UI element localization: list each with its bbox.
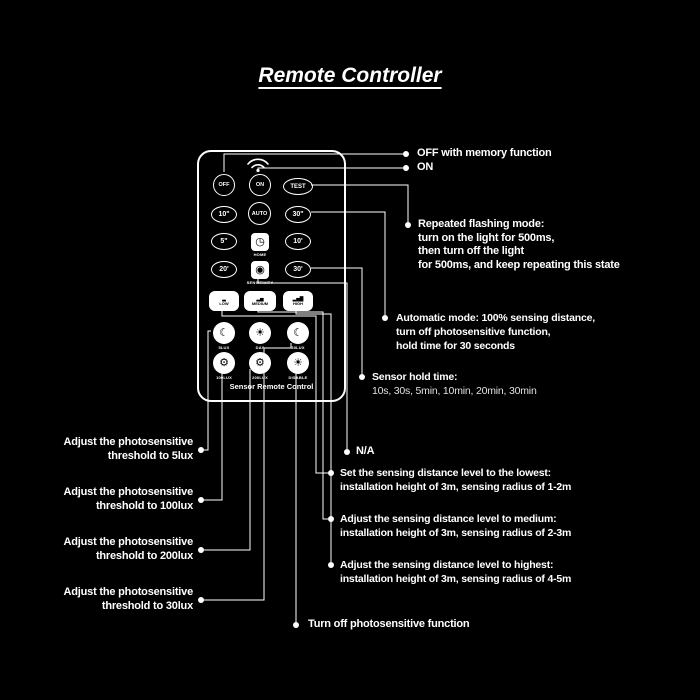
callout-dot	[198, 547, 204, 553]
moon-icon: ☾	[293, 326, 303, 339]
lux30-button[interactable]: ☾	[287, 322, 309, 344]
distance-low-label: LOW	[219, 301, 229, 306]
time-30min-button[interactable]: 30'	[285, 261, 311, 278]
on-button[interactable]: ON	[249, 174, 271, 196]
annotation-distance-highest: Adjust the sensing distance level to hig…	[340, 559, 572, 585]
remote-footer-label: Sensor Remote Control	[229, 382, 314, 391]
distance-high-button[interactable]: ▂▄▆ HIGH	[283, 291, 313, 311]
sensitivity-button[interactable]: ◉	[251, 261, 269, 279]
callout-dot	[328, 562, 334, 568]
callout-dot	[328, 470, 334, 476]
annotation-na: N/A	[356, 445, 375, 457]
sensitivity-button-label: SENSITIVITY	[246, 280, 274, 285]
callout-dot	[198, 597, 204, 603]
time-10min-button[interactable]: 10'	[285, 233, 311, 250]
callout-dot	[359, 374, 365, 380]
lux200-button[interactable]: ⚙	[249, 352, 271, 374]
lux5-button[interactable]: ☾	[213, 322, 235, 344]
sun-icon: ☀	[255, 326, 265, 339]
distance-high-label: HIGH	[293, 301, 303, 306]
callout-dot	[198, 447, 204, 453]
day-button[interactable]: ☀	[249, 322, 271, 344]
lux100-button[interactable]: ⚙	[213, 352, 235, 374]
annotation-distance-medium: Adjust the sensing distance level to med…	[340, 513, 572, 539]
clock-icon: ◷	[255, 235, 265, 248]
callout-dot	[328, 516, 334, 522]
annotation-automatic: Automatic mode: 100% sensing distance,tu…	[396, 312, 595, 352]
time-20min-button[interactable]: 20'	[211, 261, 237, 278]
annotation-on: ON	[417, 161, 434, 173]
annotation-flashing: Repeated flashing mode:turn on the light…	[418, 218, 620, 271]
callout-dot	[198, 497, 204, 503]
distance-medium-button[interactable]: ▂▄ MEDIUM	[244, 291, 276, 311]
page-title: Remote Controller	[258, 64, 442, 87]
time-5s-button[interactable]: 5"	[211, 233, 237, 250]
callout-dot	[344, 449, 350, 455]
photocell-off-button-label: DISABLE	[288, 375, 308, 380]
home-button-label: HOME	[253, 252, 267, 257]
moon-icon: ☾	[219, 326, 229, 339]
sensitivity-icon: ◉	[255, 263, 265, 276]
time-10s-button[interactable]: 10"	[211, 206, 237, 223]
auto-button[interactable]: AUTO	[248, 202, 271, 225]
distance-low-button[interactable]: ▂ LOW	[209, 291, 239, 311]
gear-icon: ⚙	[255, 356, 265, 369]
day-button-label: DAY	[255, 345, 265, 350]
photocell-off-button[interactable]: ☀	[287, 352, 309, 374]
distance-medium-label: MEDIUM	[251, 301, 269, 306]
callout-dot	[382, 315, 388, 321]
lux100-button-label: 100LUX	[216, 375, 232, 380]
off-button[interactable]: OFF	[213, 174, 235, 196]
callout-dot	[405, 222, 411, 228]
callout-dot	[403, 165, 409, 171]
sun-icon: ☀	[293, 356, 303, 369]
lux5-button-label: 5LUX	[218, 345, 230, 350]
callout-dot	[403, 151, 409, 157]
gear-icon: ⚙	[219, 356, 229, 369]
annotation-photocell-off: Turn off photosensitive function	[308, 618, 470, 630]
annotation-hold-time: Sensor hold time:10s, 30s, 5min, 10min, …	[372, 371, 537, 397]
annotation-off: OFF with memory function	[417, 147, 552, 159]
test-button[interactable]: TEST	[283, 178, 313, 195]
time-30s-button[interactable]: 30"	[285, 206, 311, 223]
signal-bars-low-icon: ▂	[222, 295, 226, 302]
lux30-button-label: 30LUX	[291, 345, 305, 350]
lux200-button-label: 200LUX	[252, 375, 268, 380]
annotation-distance-lowest: Set the sensing distance level to the lo…	[340, 467, 572, 493]
callout-dot	[293, 622, 299, 628]
home-button[interactable]: ◷	[251, 233, 269, 251]
remote-body: OFF ON TEST 10" AUTO 30" 5" ◷ HOME 10' 2…	[197, 150, 346, 402]
